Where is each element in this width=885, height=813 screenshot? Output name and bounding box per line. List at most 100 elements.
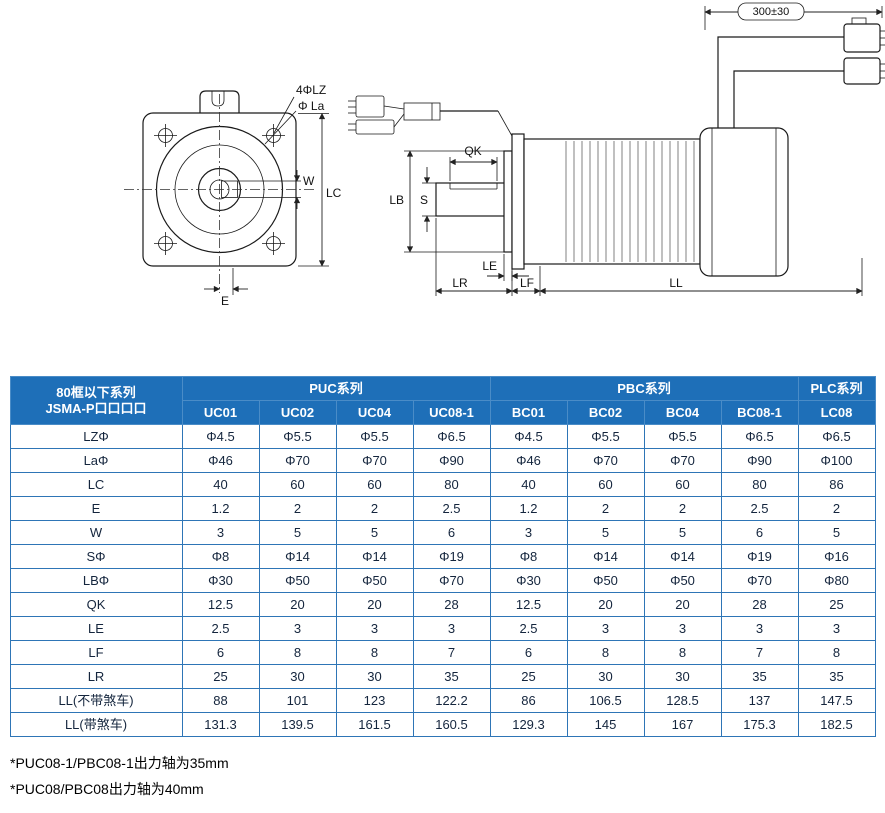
dim-label-lf: LF [520, 276, 534, 290]
dim-label-lc: LC [326, 186, 342, 200]
series-header: 80框以下系列 JSMA-P口口口口 [9, 376, 183, 425]
dim-label-s: S [420, 193, 428, 207]
spec-cell: 5 [258, 520, 337, 545]
spec-cell: 8 [566, 640, 645, 665]
spec-cell: Φ46 [489, 448, 568, 473]
spec-cell: 20 [566, 592, 645, 617]
spec-cell: 3 [797, 616, 876, 641]
spec-cell: 25 [489, 664, 568, 689]
spec-cell: Φ90 [412, 448, 491, 473]
spec-row-label: LC [9, 472, 183, 497]
spec-row-label: W [9, 520, 183, 545]
model-header-bc04: BC04 [643, 400, 722, 425]
spec-cell: 35 [412, 664, 491, 689]
spec-cell: 8 [643, 640, 722, 665]
group-header-puc: PUC系列 [181, 376, 491, 401]
spec-cell: 86 [797, 472, 876, 497]
spec-cell: 2.5 [489, 616, 568, 641]
spec-cell: Φ5.5 [335, 424, 414, 449]
spec-cell: 1.2 [181, 496, 260, 521]
group-header-row: 80框以下系列 JSMA-P口口口口 PUC系列 PBC系列 PLC系列 [9, 376, 876, 425]
spec-cell: 3 [258, 616, 337, 641]
spec-cell: Φ5.5 [566, 424, 645, 449]
spec-cell: Φ50 [258, 568, 337, 593]
footnote-2: *PUC08/PBC08出力轴为40mm [10, 781, 204, 797]
spec-cell: 129.3 [489, 712, 568, 737]
side-view: 300±30 QK S LB LE LR [348, 2, 885, 296]
front-view: 4ΦLZ Φ La W LC E [124, 83, 342, 308]
series-header-line1: 80框以下系列 [56, 384, 136, 400]
tab-slot [211, 91, 225, 107]
spec-cell: 30 [566, 664, 645, 689]
spec-cell: Φ5.5 [258, 424, 337, 449]
spec-cell: 25 [797, 592, 876, 617]
spec-cell: 35 [720, 664, 799, 689]
spec-cell: 137 [720, 688, 799, 713]
top-connector-1 [843, 17, 885, 53]
spec-cell: 28 [412, 592, 491, 617]
spec-cell: Φ70 [720, 568, 799, 593]
spec-cell: Φ46 [181, 448, 260, 473]
spec-row-label: LaΦ [9, 448, 183, 473]
spec-cell: Φ50 [335, 568, 414, 593]
pilot-boss [503, 150, 513, 253]
footnote-1: *PUC08-1/PBC08-1出力轴为35mm [10, 755, 229, 771]
spec-cell: 128.5 [643, 688, 722, 713]
cable-1 [717, 36, 844, 128]
spec-row-label: LF [9, 640, 183, 665]
spec-cell: Φ6.5 [412, 424, 491, 449]
model-header-uc02: UC02 [258, 400, 337, 425]
spec-cell: 161.5 [335, 712, 414, 737]
spec-cell: 101 [258, 688, 337, 713]
spec-cell: Φ14 [643, 544, 722, 569]
spec-cell: 6 [412, 520, 491, 545]
spec-row-label: LBΦ [9, 568, 183, 593]
model-header-bc08-1: BC08-1 [720, 400, 799, 425]
spec-cell: Φ8 [181, 544, 260, 569]
spec-cell: 2 [335, 496, 414, 521]
spec-cell: Φ70 [643, 448, 722, 473]
spec-cell: 7 [720, 640, 799, 665]
spec-row-label: LR [9, 664, 183, 689]
spec-row-label: E [9, 496, 183, 521]
spec-cell: 160.5 [412, 712, 491, 737]
spec-cell: 8 [797, 640, 876, 665]
dim-label-le: LE [482, 259, 497, 273]
cable-2 [733, 70, 844, 128]
spec-cell: 3 [181, 520, 260, 545]
cooling-fins [565, 141, 695, 262]
dim-label-ll: LL [669, 276, 683, 290]
hole-callout-label: 4ΦLZ [296, 83, 326, 97]
spec-cell: 5 [566, 520, 645, 545]
spec-cell: 30 [335, 664, 414, 689]
spec-cell: 30 [643, 664, 722, 689]
spec-cell: Φ80 [797, 568, 876, 593]
spec-cell: 3 [335, 616, 414, 641]
spec-cell: Φ100 [797, 448, 876, 473]
spec-cell: Φ6.5 [797, 424, 876, 449]
spec-cell: 25 [181, 664, 260, 689]
spec-cell: 40 [181, 472, 260, 497]
spec-row-label: LL(不带煞车) [9, 688, 183, 713]
spec-cell: Φ4.5 [489, 424, 568, 449]
spec-cell: Φ30 [181, 568, 260, 593]
spec-cell: 1.2 [489, 496, 568, 521]
spec-cell: Φ70 [335, 448, 414, 473]
spec-cell: Φ14 [258, 544, 337, 569]
spec-cell: 2.5 [412, 496, 491, 521]
spec-cell: 3 [720, 616, 799, 641]
spec-cell: Φ30 [489, 568, 568, 593]
spec-cell: 2 [258, 496, 337, 521]
spec-cell: 2 [566, 496, 645, 521]
pilot-callout-label: Φ La [298, 99, 325, 113]
spec-cell: 175.3 [720, 712, 799, 737]
series-header-line2: JSMA-P口口口口 [45, 400, 147, 416]
spec-row-label: QK [9, 592, 183, 617]
